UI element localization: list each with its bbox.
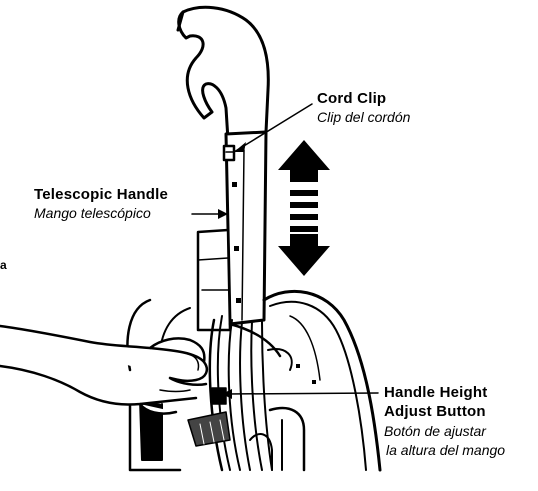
wand-holder <box>198 230 230 330</box>
handle-height-label-es-line2: la altura del mango <box>386 442 505 458</box>
cord-clip-label-es: Clip del cordón <box>317 109 410 125</box>
handle-height-label-line2: Adjust Button <box>384 403 486 420</box>
cropped-text-fragment: a <box>0 258 7 272</box>
cord-clip-label: Cord Clip <box>317 90 386 107</box>
handle-height-label-line1: Handle Height <box>384 384 487 401</box>
up-down-arrow-icon <box>278 140 330 276</box>
telescopic-handle-label: Telescopic Handle <box>34 186 168 203</box>
hand-illustration <box>0 326 207 414</box>
telescopic-handle-label-es: Mango telescópico <box>34 205 151 221</box>
handle-grip <box>179 7 269 140</box>
handle-height-adjust-button <box>212 388 226 404</box>
adjust-button-leader <box>226 393 378 394</box>
cord-clip-part <box>224 146 234 160</box>
handle-height-label-es-line1: Botón de ajustar <box>384 423 486 439</box>
